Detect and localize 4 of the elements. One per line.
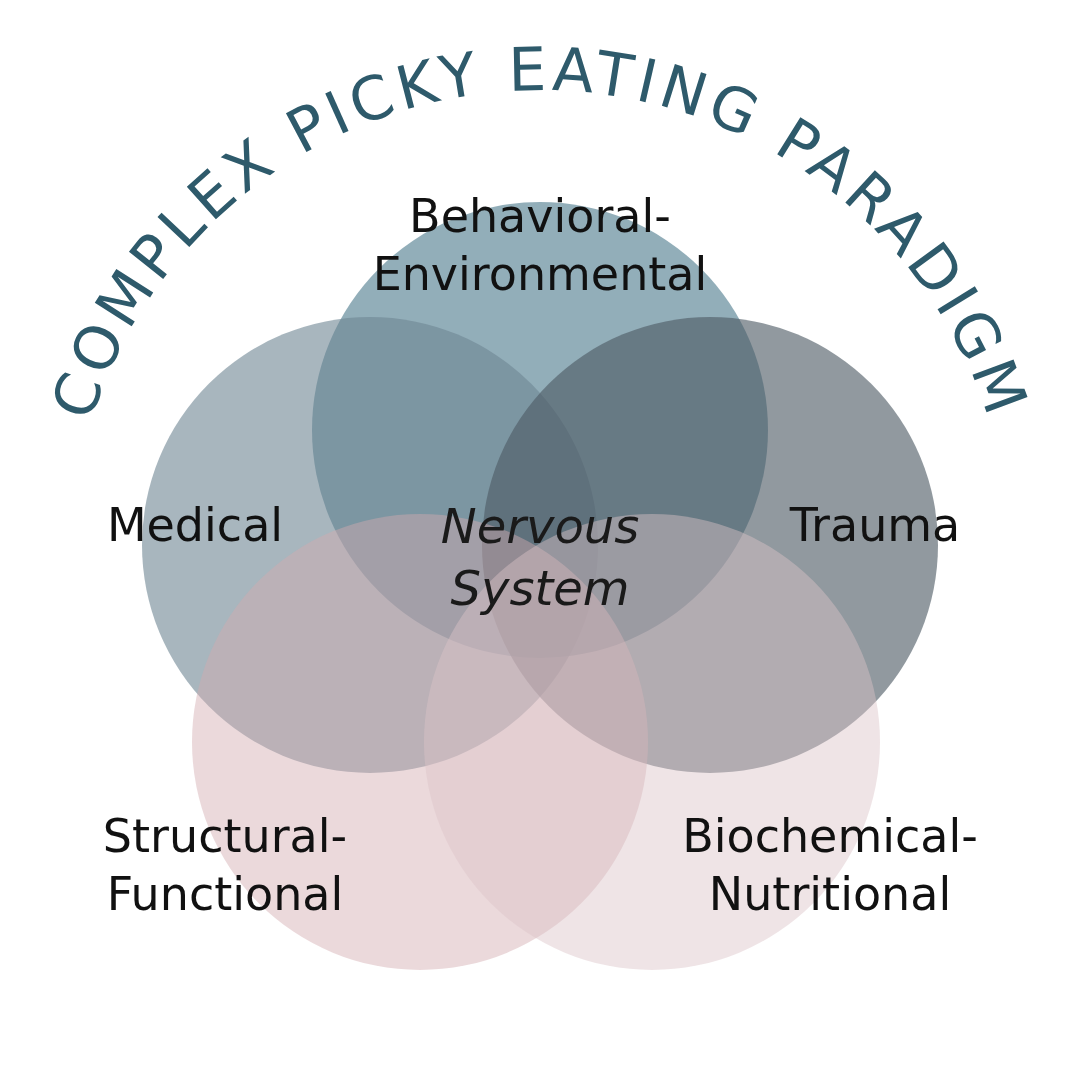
circle-label: Structural- Functional bbox=[101, 808, 349, 923]
circle-label: Biochemical- Nutritional bbox=[681, 808, 979, 923]
center-label: Nervous System bbox=[439, 497, 641, 618]
circle-label: Medical bbox=[105, 497, 285, 554]
